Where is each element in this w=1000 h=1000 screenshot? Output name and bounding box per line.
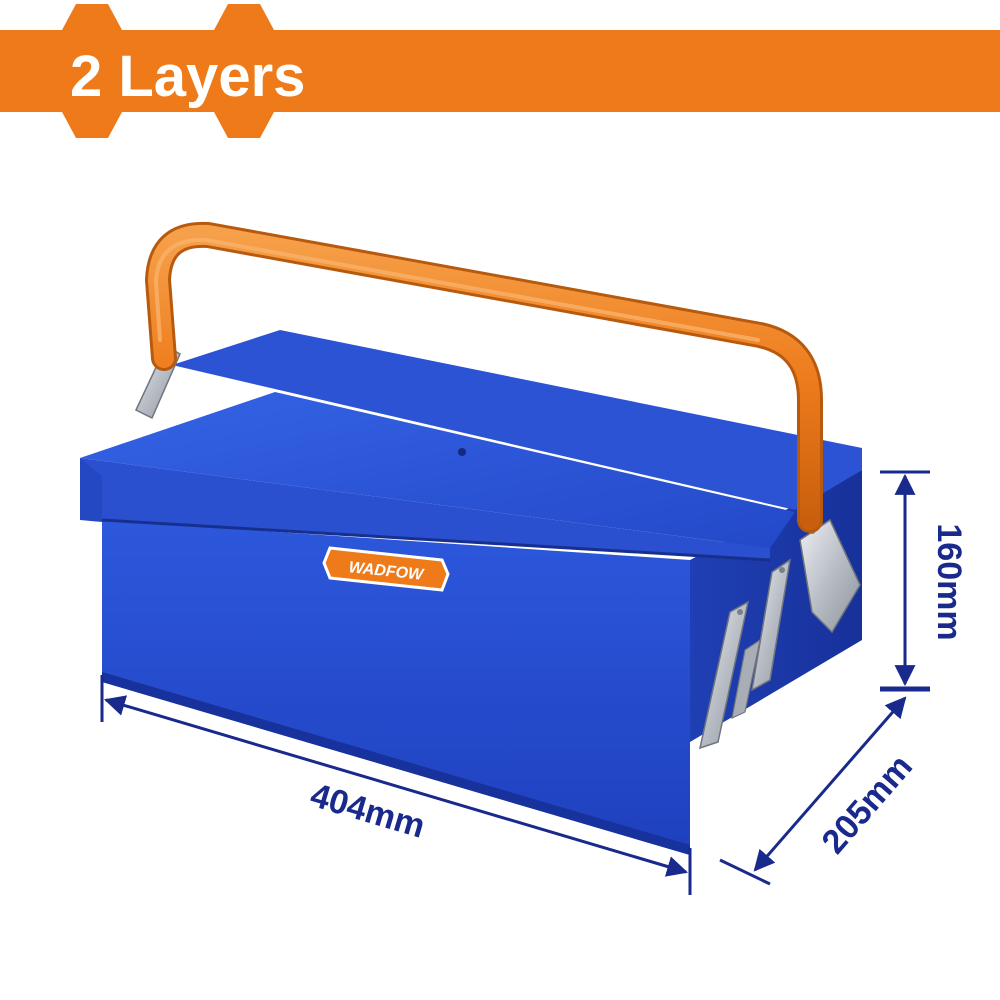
banner-title: 2 Layers (70, 44, 305, 109)
hinge-arm-mid (731, 638, 761, 720)
lid-seam (101, 518, 771, 562)
latch-hardware (698, 518, 861, 750)
toolbox-lid-top (80, 392, 795, 548)
banner-shape (0, 4, 1000, 138)
brand-badge: WADFOW (322, 546, 450, 592)
toolbox-lid-lip (80, 458, 770, 560)
latch-plate (799, 518, 861, 634)
toolbox-handle-shine (153, 237, 760, 342)
length-label: 404mm (306, 776, 429, 846)
height-label: 160mm (930, 523, 968, 640)
width-tick-front (719, 858, 771, 886)
toolbox-lid-lip-band (80, 458, 102, 522)
rivet (779, 567, 785, 573)
lid-hole (458, 448, 466, 456)
hinge-arm-upper (750, 558, 792, 692)
toolbox-back-lid (172, 330, 862, 510)
hinge-arm-lower (698, 600, 750, 750)
width-dimension-line (753, 696, 907, 872)
banner: 2 Layers (0, 4, 1000, 138)
rivet (737, 609, 743, 615)
brand-badge-shape (322, 546, 450, 592)
length-dimension-line (103, 695, 689, 877)
width-label: 205mm (814, 748, 920, 861)
toolbox: WADFOW (80, 221, 862, 855)
